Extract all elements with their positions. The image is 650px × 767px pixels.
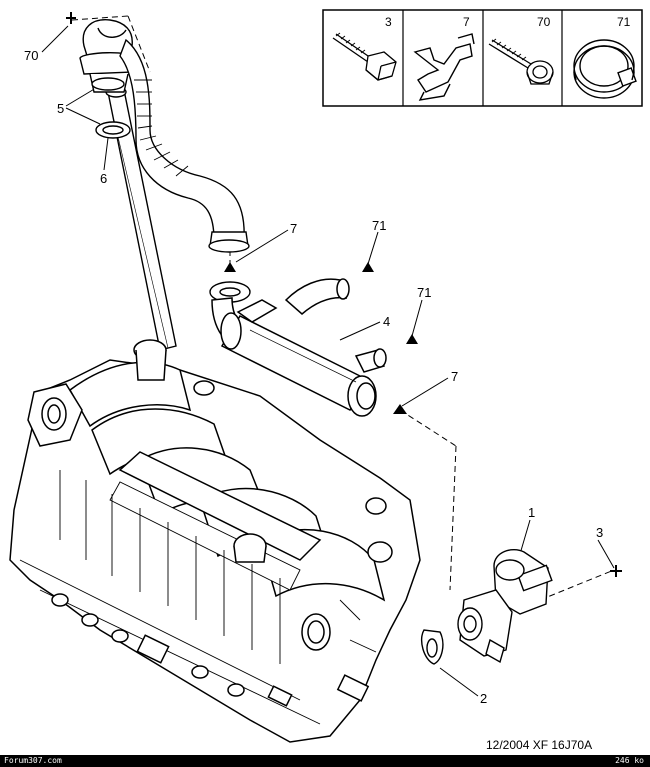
- drawing-reference: 12/2004 XF 16J70A: [486, 738, 593, 752]
- legend-number-71: 71: [617, 15, 631, 29]
- gasket-ring: [95, 121, 131, 139]
- leader-lines: [41, 25, 615, 697]
- cross-marker-icon: [66, 12, 622, 577]
- callout-71-bottom: 71: [417, 285, 431, 300]
- callout-71-top: 71: [372, 218, 386, 233]
- callout-3: 3: [596, 525, 603, 540]
- clip-icon: [413, 33, 475, 101]
- parts-legend: 3 7 70 71: [322, 9, 643, 107]
- callout-4: 4: [383, 314, 390, 329]
- legend-number-7: 7: [463, 15, 470, 29]
- valve-gasket: [420, 629, 444, 665]
- egr-valve: [457, 548, 553, 664]
- bolt-icon: [332, 32, 397, 81]
- screw-icon: [488, 38, 554, 85]
- callout-6: 6: [100, 171, 107, 186]
- watermark-text: Forum307.com: [4, 756, 62, 765]
- triangle-marker-icon: [224, 262, 418, 414]
- callout-7-bottom: 7: [451, 369, 458, 384]
- assembly-dash-lines: [71, 15, 615, 601]
- legend-number-70: 70: [537, 15, 551, 29]
- egr-cooler: [211, 278, 387, 417]
- callout-7-top: 7: [290, 221, 297, 236]
- callout-2: 2: [480, 691, 487, 706]
- legend-number-3: 3: [385, 15, 392, 29]
- file-size-text: 246 ko: [615, 756, 644, 765]
- flange-seal: [209, 281, 251, 303]
- callout-70: 70: [24, 48, 38, 63]
- callout-1: 1: [528, 505, 535, 520]
- hose-clamp-icon: [573, 39, 637, 99]
- callouts: 70 5 6 7 71 71 4 7 1 3 2 8: [24, 48, 603, 706]
- footer-bar: Forum307.com 246 ko: [0, 755, 650, 767]
- corrugated-hose: [119, 38, 250, 253]
- callout-5: 5: [57, 101, 64, 116]
- engine-cylinder-head: [9, 339, 421, 743]
